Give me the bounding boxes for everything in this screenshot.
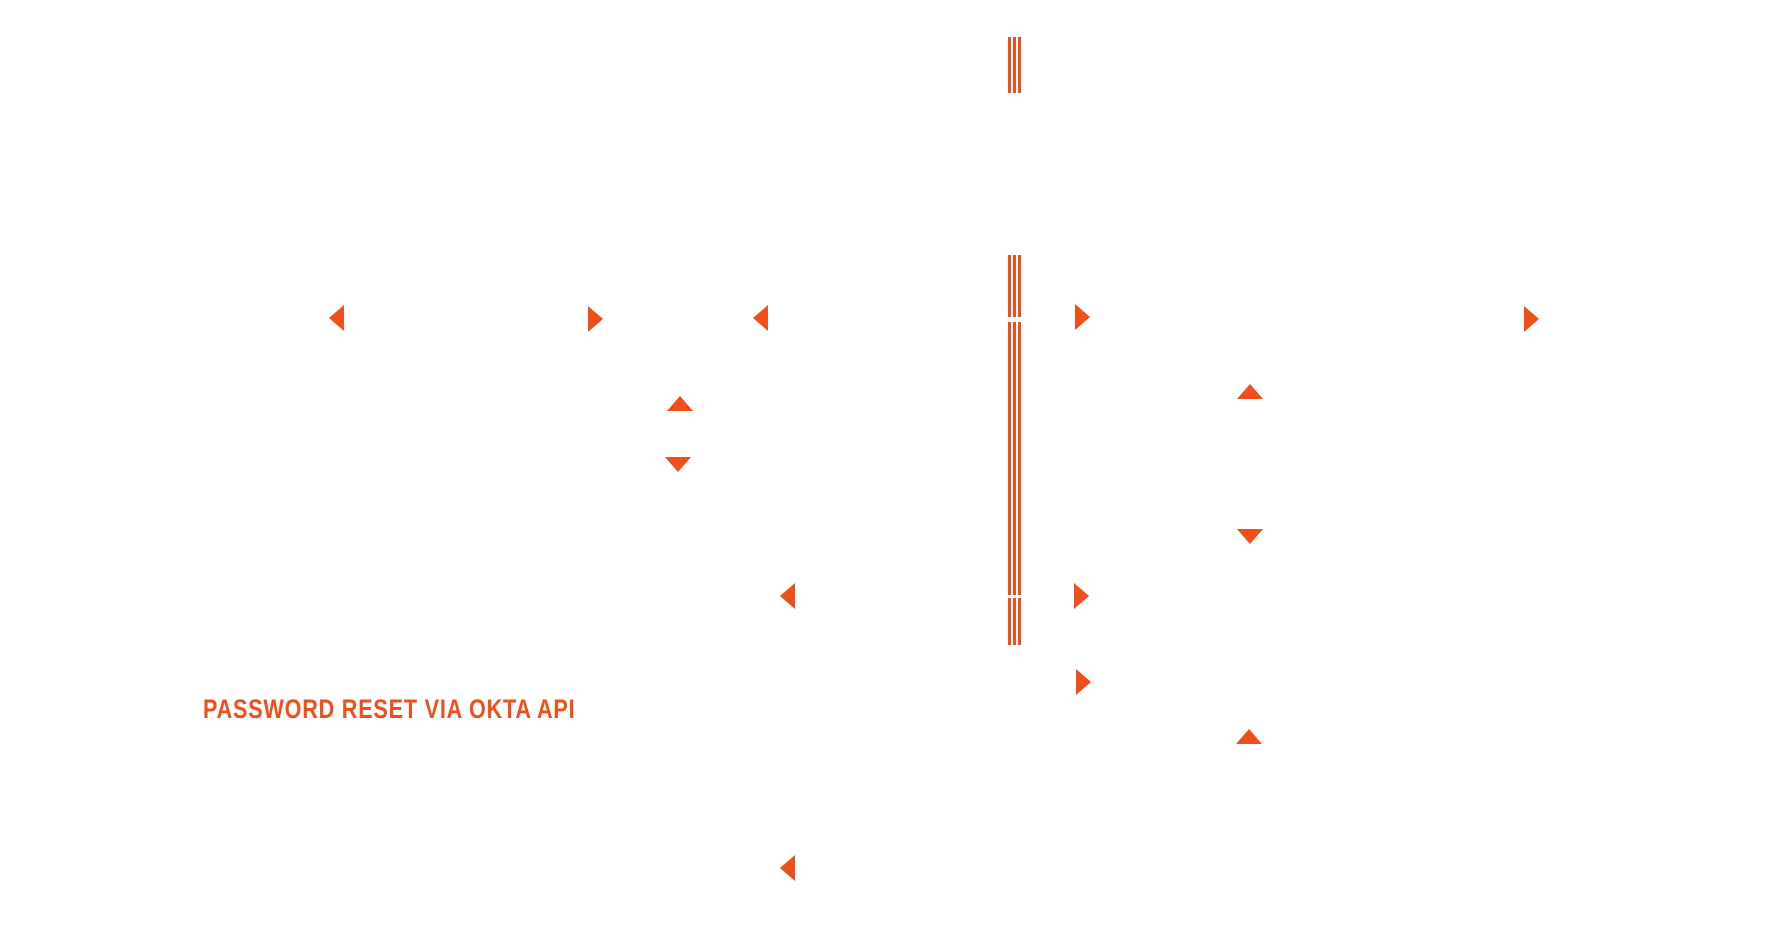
lane-divider-segment bbox=[1008, 37, 1021, 93]
arrowhead-right-icon bbox=[1073, 582, 1089, 609]
arrowhead-right-icon bbox=[587, 305, 603, 332]
arrowhead-up-icon bbox=[1236, 383, 1263, 399]
arrowhead-down-icon bbox=[1236, 528, 1263, 544]
arrowhead-up-icon bbox=[666, 395, 693, 411]
lane-divider-segment bbox=[1008, 255, 1021, 317]
arrowhead-left-icon bbox=[779, 582, 795, 609]
arrowhead-up-icon bbox=[1235, 728, 1262, 744]
arrowhead-down-icon bbox=[664, 456, 691, 472]
arrowhead-left-icon bbox=[328, 304, 344, 331]
lane-divider-segment bbox=[1008, 598, 1021, 645]
arrowhead-right-icon bbox=[1523, 305, 1539, 332]
arrowhead-left-icon bbox=[752, 304, 768, 331]
lane-divider-segment bbox=[1008, 322, 1021, 595]
arrowhead-right-icon bbox=[1074, 303, 1090, 330]
diagram-title: PASSWORD RESET VIA OKTA API bbox=[203, 694, 576, 724]
arrowhead-right-icon bbox=[1075, 668, 1091, 695]
arrowhead-left-icon bbox=[779, 854, 795, 881]
